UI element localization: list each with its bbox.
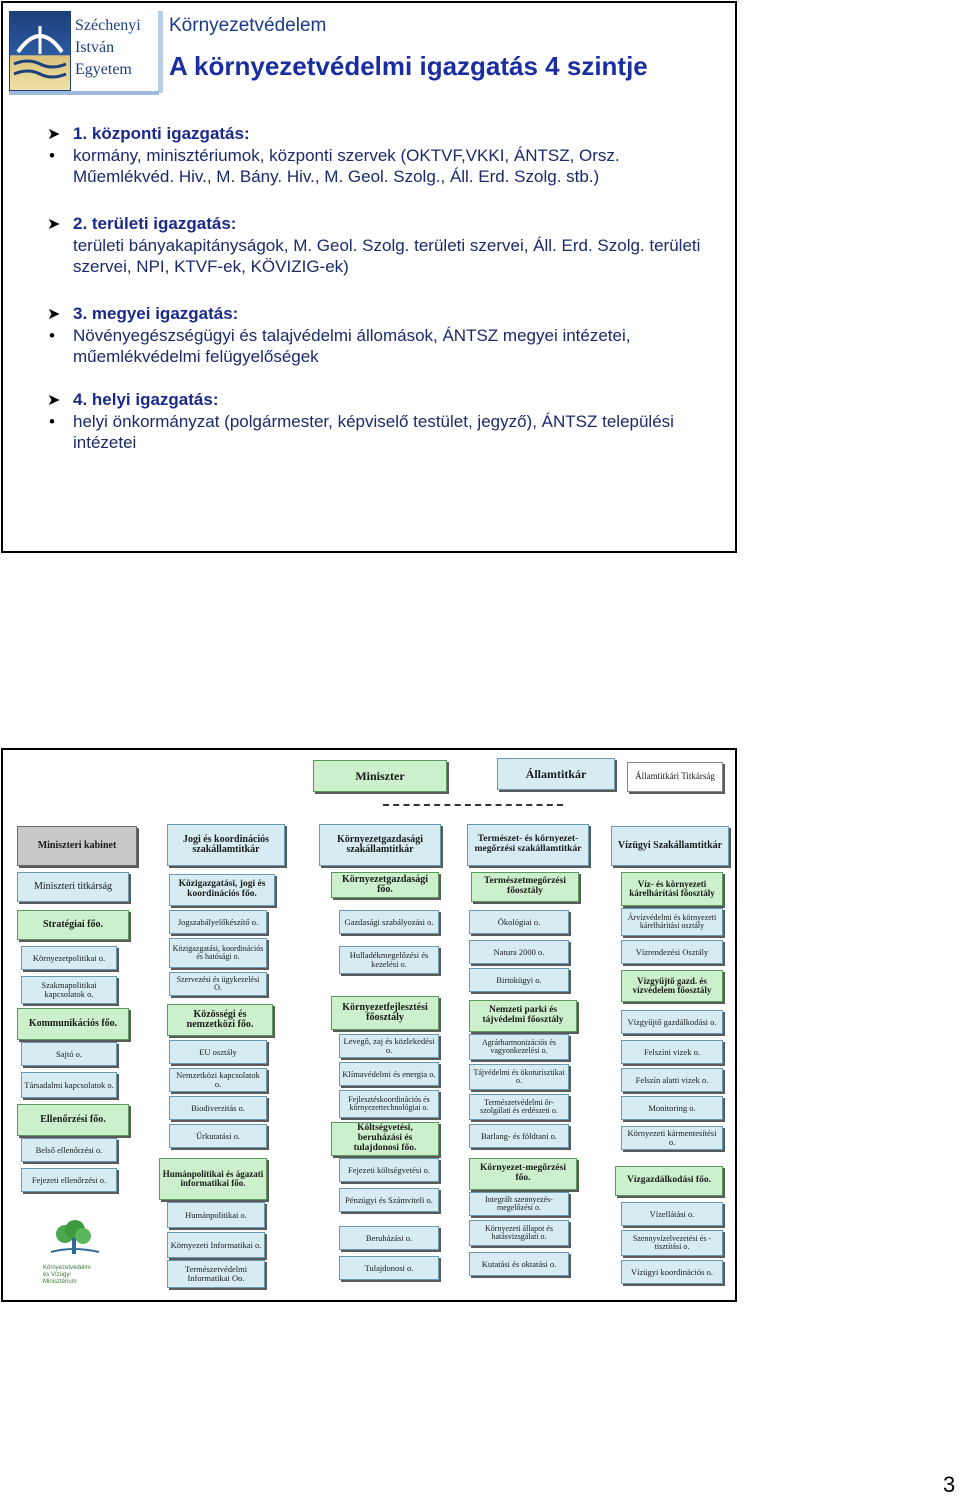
org-box: Természetvédelmi Informatikai Oo. <box>167 1260 265 1288</box>
section-label: Környezetvédelem <box>169 15 327 36</box>
org-box: Integrált szennyezés-megelőzési o. <box>469 1192 569 1216</box>
org-box: Vízgazdálkodási főo. <box>615 1166 723 1196</box>
org-box: Levegő, zaj és közlekedési o. <box>339 1034 439 1058</box>
bullet-icon: • <box>49 326 55 345</box>
arrow-bullet-icon: ➤ <box>47 216 61 233</box>
org-box: Tulajdonosi o. <box>339 1256 439 1280</box>
org-box: Vízgyűjtő gazdálkodási o. <box>621 1010 723 1034</box>
org-box: Nemzetközi kapcsolatok o. <box>169 1068 267 1092</box>
org-box: Humánpolitikai o. <box>167 1202 265 1228</box>
org-box: Barlang- és földtani o. <box>469 1124 569 1148</box>
org-chart-slide: Miniszter Államtitkár Államtitkári Titká… <box>1 748 737 1302</box>
org-box: Sajtó o. <box>21 1042 117 1066</box>
slide-1: Széchenyi István Egyetem Környezetvédele… <box>1 1 737 553</box>
org-box: Természetmegőrzési főosztály <box>471 872 579 902</box>
org-box: Hulladékmegelőzési és kezelési o. <box>339 946 439 974</box>
org-box: Biodiverzitás o. <box>169 1096 267 1120</box>
org-box: Környezeti Informatikai o. <box>167 1232 265 1258</box>
divider-vertical <box>158 11 163 93</box>
org-box: Vízgyűjtő gazd. és vízvédelem főosztály <box>621 970 723 1002</box>
org-box: Tájvédelmi és ökoturisztikai o. <box>469 1064 569 1090</box>
org-box: Társadalmi kapcsolatok o. <box>21 1072 117 1098</box>
org-box: Klímavédelmi és energia o. <box>339 1062 439 1086</box>
university-logo <box>9 11 71 91</box>
arrow-bullet-icon: ➤ <box>47 392 61 409</box>
org-box: Felszíni vizek o. <box>621 1040 723 1064</box>
arrow-bullet-icon: ➤ <box>47 306 61 323</box>
org-box: Vízellátási o. <box>621 1202 723 1226</box>
org-box: Szakmapolitikai kapcsolatok o. <box>21 976 117 1004</box>
org-box: Natura 2000 o. <box>469 940 569 964</box>
org-box: Közösségi és nemzetközi főo. <box>167 1004 273 1036</box>
org-box: Agrárharmonizációs és vagyonkezelési o. <box>469 1034 569 1060</box>
org-box: Környezet-megőrzési főo. <box>469 1158 577 1190</box>
org-box: Természet- és környezet-megőrzési szakál… <box>467 824 589 866</box>
org-box: Közigazgatási, jogi és koordinációs főo. <box>169 874 275 906</box>
org-box: Vízrendezési Osztály <box>621 940 723 964</box>
state-secretary-box: Államtitkár <box>497 758 615 790</box>
org-box: Nemzeti parki és tájvédelmi főosztály <box>469 1000 577 1032</box>
org-box: Űrkutatási o. <box>169 1124 267 1148</box>
university-name: Széchenyi István Egyetem <box>75 17 141 78</box>
org-box: Környezetgazdasági szakállamtitkár <box>319 824 441 866</box>
levels-list: ➤1. központi igazgatás: •kormány, minisz… <box>47 123 707 453</box>
tree-icon <box>50 1220 100 1254</box>
org-box: Miniszteri kabinet <box>17 826 137 866</box>
org-box: Ellenőrzési főo. <box>17 1104 129 1136</box>
org-box: Birtokügyi o. <box>469 968 569 992</box>
level-heading: ➤1. központi igazgatás: <box>47 123 707 145</box>
org-box: Jogszabályelőkészítő o. <box>169 910 267 934</box>
ministry-name: Környezetvédelmi és Vízügyi Minisztérium <box>43 1265 91 1285</box>
org-box: Környezetpolitikai o. <box>21 946 117 970</box>
level-item: •kormány, minisztériumok, központi szerv… <box>49 146 620 186</box>
org-box: Miniszteri titkárság <box>17 872 129 902</box>
org-box: Környezetgazdasági főo. <box>331 872 439 898</box>
org-box: EU osztály <box>169 1040 267 1064</box>
org-box: Felszín alatti vizek o. <box>621 1068 723 1092</box>
minister-box: Miniszter <box>313 760 447 792</box>
org-box: Víz- és környezeti kárelhárítási főosztá… <box>621 872 723 906</box>
org-box: Kommunikációs főo. <box>17 1008 129 1040</box>
org-box: Közigazgatási, koordinációs és hatósági … <box>169 938 267 968</box>
org-box: Kutatási és oktatási o. <box>469 1252 569 1276</box>
org-box: Vízügyi Szakállamtitkár <box>611 826 729 866</box>
org-box: Monitoring o. <box>621 1096 723 1120</box>
org-box: Gazdasági szabályozási o. <box>339 910 439 934</box>
level-heading: ➤2. területi igazgatás: <box>47 213 707 235</box>
org-box: Fejezeti ellenőrzési o. <box>21 1168 117 1192</box>
page-number: 3 <box>943 1472 956 1497</box>
org-box: Fejlesztéskoordinációs és környezettechn… <box>339 1090 439 1118</box>
org-box: Környezeti kármentesítési o. <box>621 1126 723 1150</box>
org-box: Költségvetési, beruházási és tulajdonosi… <box>331 1122 439 1156</box>
org-box: Ökológiai o. <box>469 910 569 934</box>
org-box: Környezetfejlesztési főosztály <box>331 996 439 1030</box>
org-box: Szervezési és ügykezelési O. <box>169 972 267 996</box>
org-box: Fejezeti költségvetési o. <box>339 1158 439 1182</box>
state-secretary-office-box: Államtitkári Titkárság <box>627 762 723 792</box>
level-heading: ➤3. megyei igazgatás: <box>47 303 707 325</box>
level-item: területi bányakapitányságok, M. Geol. Sz… <box>73 236 701 276</box>
org-box: Stratégiai főo. <box>17 910 129 940</box>
org-box: Beruházási o. <box>339 1226 439 1250</box>
org-box: Vízügyi koordinációs o. <box>621 1260 723 1284</box>
org-box: Környezeti állapot és hatásvizsgálati o. <box>469 1220 569 1246</box>
org-box: Árvízvédelmi és környezeti kárelhárítási… <box>621 908 723 936</box>
ministry-logo: Környezetvédelmi és Vízügyi Minisztérium <box>43 1220 113 1286</box>
connector-dashed <box>383 804 563 806</box>
org-box: Természetvédelmi őr-szolgálati és erdész… <box>469 1094 569 1120</box>
level-heading: ➤4. helyi igazgatás: <box>47 389 707 411</box>
org-box: Belső ellenőrzési o. <box>21 1138 117 1162</box>
level-item: •helyi önkormányzat (polgármester, képvi… <box>49 412 674 452</box>
arrow-bullet-icon: ➤ <box>47 126 61 143</box>
slide-title: A környezetvédelmi igazgatás 4 szintje <box>169 51 648 81</box>
bullet-icon: • <box>49 412 55 431</box>
org-box: Szennyvízelvezetési és -tisztítási o. <box>621 1230 723 1256</box>
org-box: Jogi és koordinációs szakállamtitkár <box>167 824 285 866</box>
org-box: Humánpolitikai és ágazati informatikai f… <box>159 1158 267 1200</box>
level-item: •Növényegészségügyi és talajvédelmi állo… <box>49 326 631 366</box>
divider-horizontal <box>9 91 159 95</box>
bullet-icon: • <box>49 146 55 165</box>
org-box: Pénzügyi és Számviteli o. <box>339 1188 439 1212</box>
